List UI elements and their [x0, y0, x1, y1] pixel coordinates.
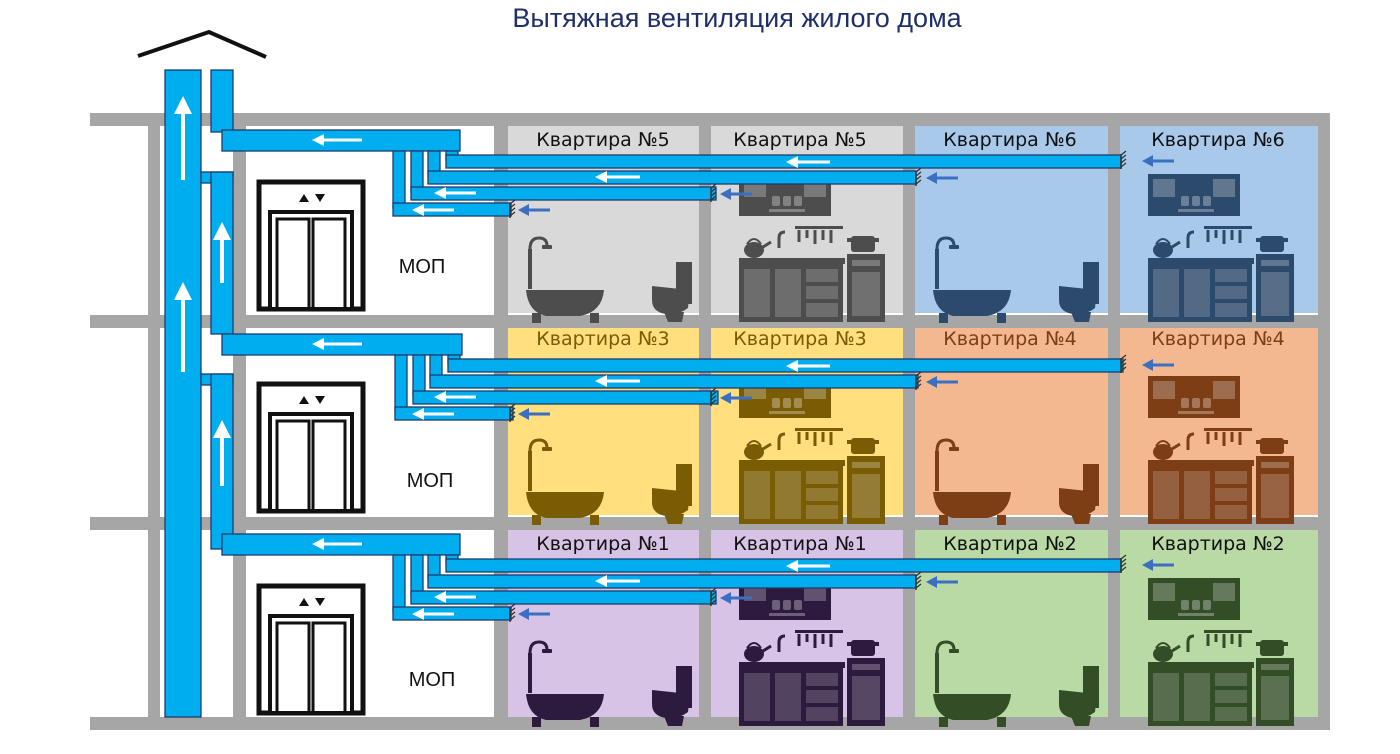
- branch-duct-vertical: [394, 354, 408, 413]
- mop-label: МОП: [409, 669, 456, 691]
- exhaust-grille: [710, 183, 717, 202]
- branch-duct-col3: [429, 374, 919, 389]
- exhaust-grille: [509, 603, 516, 622]
- exhaust-grille: [1120, 554, 1127, 573]
- airflow-arrowhead: [174, 282, 192, 300]
- branch-duct-vertical: [412, 354, 426, 397]
- airflow-arrowhead: [312, 338, 324, 350]
- apartment-room: Квартира №3: [508, 328, 699, 527]
- mop-area-floor-1: МОП: [259, 586, 455, 713]
- apartment-label: Квартира №5: [733, 129, 866, 151]
- branch-duct-col4: [445, 154, 1122, 169]
- branch-duct-col3: [427, 170, 917, 185]
- inlet-arrowhead: [1142, 559, 1153, 571]
- exhaust-grille: [509, 403, 516, 422]
- apartment-label: Квартира №5: [536, 129, 669, 151]
- apartment-room: Квартира №2: [1120, 530, 1318, 728]
- inlet-arrowhead: [1142, 155, 1153, 167]
- apartment-label: Квартира №2: [943, 533, 1076, 555]
- airflow-arrowhead: [213, 420, 231, 438]
- inlet-arrowhead: [926, 376, 937, 388]
- inlet-arrowhead: [926, 576, 937, 588]
- apartment-room: Квартира №6: [1120, 126, 1318, 324]
- inlet-arrowhead: [720, 188, 731, 200]
- inlet-arrowhead: [720, 592, 731, 604]
- roof-outline: [137, 29, 267, 59]
- exhaust-grille: [915, 371, 922, 390]
- apartment-room: Квартира №4: [1120, 328, 1318, 526]
- mop-area-floor-2: МОП: [259, 384, 453, 511]
- diagram-title: Вытяжная вентиляция жилого дома: [512, 3, 962, 33]
- exhaust-grille: [915, 167, 922, 186]
- airflow-arrowhead: [434, 187, 446, 199]
- apartment-label: Квартира №6: [943, 129, 1076, 151]
- airflow-arrowhead: [786, 156, 798, 168]
- branch-duct-col3: [427, 574, 917, 589]
- apartment-label: Квартира №3: [536, 328, 669, 350]
- apartment-label: Квартира №1: [536, 533, 669, 555]
- mop-area-floor-3: МОП: [259, 182, 445, 309]
- airflow-arrowhead: [786, 560, 798, 572]
- elevator-icon: [259, 384, 363, 511]
- airflow-arrowhead: [595, 171, 607, 183]
- branch-duct-vertical: [392, 554, 406, 613]
- apartment-label: Квартира №1: [733, 533, 866, 555]
- apartment-label: Квартира №6: [1151, 129, 1284, 151]
- exhaust-grille: [1120, 354, 1127, 373]
- airflow-arrowhead: [595, 575, 607, 587]
- branch-duct-vertical: [410, 554, 424, 597]
- inlet-arrowhead: [720, 392, 731, 404]
- ventilation-ducts: [164, 69, 1174, 718]
- branch-duct-col4: [447, 358, 1124, 373]
- exhaust-grille: [509, 199, 516, 218]
- branch-duct-vertical: [410, 150, 424, 193]
- airflow-arrowhead: [786, 360, 798, 372]
- airflow-arrowhead: [412, 408, 424, 420]
- apartment-label: Квартира №2: [1151, 533, 1284, 555]
- inlet-arrowhead: [518, 408, 529, 420]
- airflow-arrowhead: [434, 591, 446, 603]
- apartment-label: Квартира №4: [1151, 328, 1284, 350]
- apartment-room: Квартира №3: [711, 328, 903, 526]
- exhaust-grille: [710, 387, 717, 406]
- airflow-arrowhead: [595, 375, 607, 387]
- floor-riser-duct: [210, 69, 234, 133]
- inlet-arrowhead: [518, 608, 529, 620]
- elevator-icon: [259, 586, 363, 713]
- branch-duct-col2: [412, 390, 719, 405]
- airflow-arrowhead: [412, 204, 424, 216]
- apartment-room: Квартира №4: [915, 328, 1108, 527]
- inlet-arrowhead: [926, 172, 937, 184]
- exhaust-grille: [1120, 150, 1127, 169]
- branch-duct-col4: [445, 558, 1122, 573]
- mop-label: МОП: [399, 256, 446, 278]
- apartment-label: Квартира №4: [943, 328, 1076, 350]
- mop-label: МОП: [407, 470, 454, 492]
- exhaust-grille: [710, 587, 717, 606]
- elevator-icon: [259, 182, 363, 309]
- inlet-arrowhead: [1142, 359, 1153, 371]
- airflow-arrowhead: [434, 391, 446, 403]
- branch-duct-col2: [410, 590, 717, 605]
- exhaust-grille: [915, 571, 922, 590]
- airflow-arrowhead: [312, 538, 324, 550]
- apartment-label: Квартира №3: [733, 328, 866, 350]
- airflow-arrowhead: [412, 608, 424, 620]
- branch-duct-col2: [410, 186, 717, 201]
- airflow-arrowhead: [213, 222, 231, 240]
- inlet-arrowhead: [518, 204, 529, 216]
- airflow-arrowhead: [312, 134, 324, 146]
- branch-duct-vertical: [392, 150, 406, 209]
- airflow-arrowhead: [174, 96, 192, 114]
